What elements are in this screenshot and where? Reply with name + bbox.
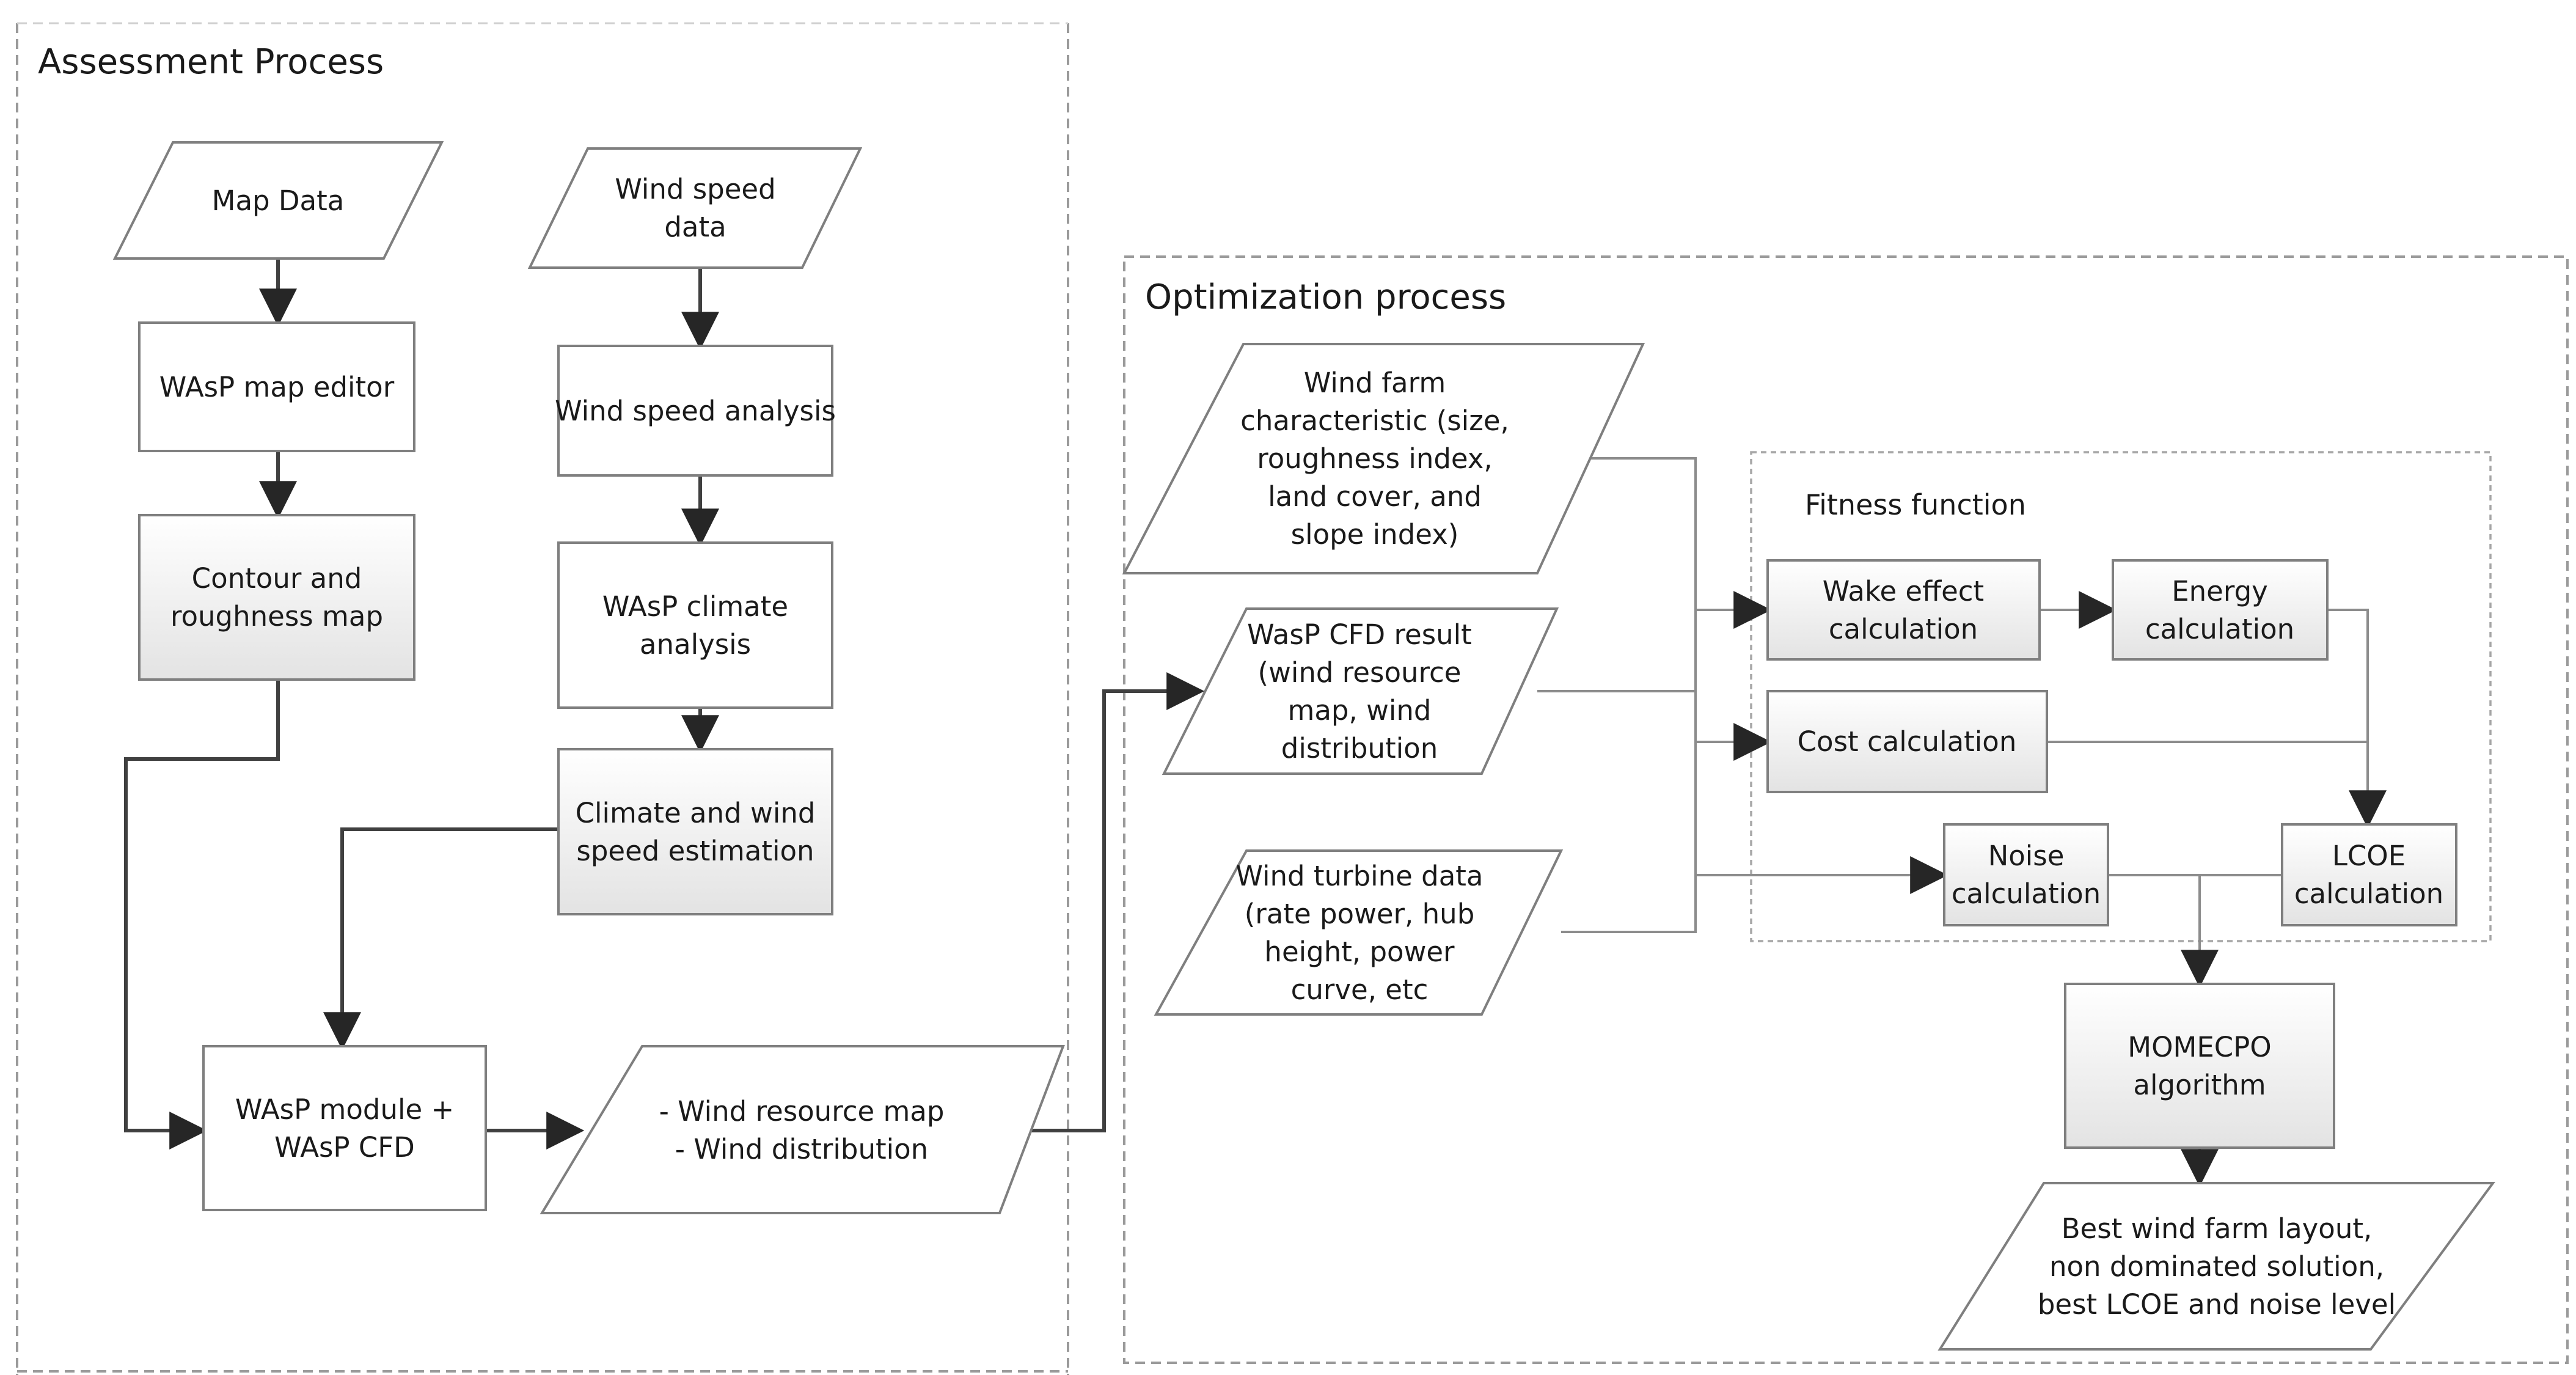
wasp-climate-label: WAsP climate analysis — [602, 590, 788, 661]
fitness-function-title: Fitness function — [1805, 488, 2026, 521]
cost-calc-node — [1766, 690, 2048, 793]
fitness-function-panel: Fitness function — [1750, 451, 2492, 942]
best-layout-node — [1937, 1182, 2495, 1351]
line-energy-to-lcoe — [2327, 609, 2387, 829]
contour-map-label-line: roughness map — [170, 600, 383, 632]
contour-map-node — [138, 514, 415, 681]
line-characteristic-to-bus — [1561, 457, 1697, 933]
wind-speed-analysis-label-line: Wind speed analysis — [555, 395, 836, 427]
farm-characteristic-label: Wind farm characteristic (size, roughness … — [1240, 367, 1509, 551]
momecpo-label: MOMECPO algorithm — [2128, 1031, 2271, 1101]
wake-effect-node — [1766, 559, 2041, 661]
wasp-cfd-result-label-line: (wind resource — [1258, 656, 1462, 689]
wake-effect-label-line: calculation — [1829, 613, 1978, 645]
wasp-map-editor-node — [138, 321, 415, 452]
energy-calc-node — [2112, 559, 2329, 661]
map-data-label-line: Map Data — [212, 185, 345, 217]
best-layout-label: Best wind farm layout, non dominated solu… — [2038, 1212, 2396, 1321]
wind-speed-data-label-line: Wind speed — [615, 173, 775, 205]
wake-effect-label-line: Wake effect — [1823, 575, 1984, 607]
wind-resource-output-label-line: - Wind distribution — [675, 1133, 928, 1165]
connectors — [124, 258, 1205, 1150]
energy-calc-label: Energy calculation — [2145, 575, 2294, 645]
wake-effect-label: Wake effect calculation — [1823, 575, 1984, 645]
arrow-output-to-cfdresult — [1027, 672, 1205, 1132]
wasp-climate-node — [557, 541, 833, 709]
wasp-climate-label-line: WAsP climate — [602, 590, 788, 623]
farm-characteristic-node — [1122, 343, 1645, 574]
wasp-map-editor-label-line: WAsP map editor — [159, 371, 395, 403]
assessment-panel: Assessment Process — [16, 22, 1069, 1375]
best-layout-label-line: Best wind farm layout, — [2062, 1212, 2373, 1245]
map-data-label: Map Data — [212, 185, 345, 217]
wasp-module-label: WAsP module + WAsP CFD — [235, 1093, 454, 1164]
energy-calc-label-line: calculation — [2145, 613, 2294, 645]
wasp-cfd-result-label: WasP CFD result (wind resource map, wind di… — [1247, 618, 1472, 765]
wind-resource-output-node — [540, 1045, 1065, 1214]
climate-estimation-label-line: Climate and wind — [576, 797, 816, 829]
farm-characteristic-label-line: slope index) — [1291, 518, 1459, 551]
lcoe-calc-label-line: calculation — [2294, 878, 2443, 910]
noise-calc-node — [1943, 823, 2109, 926]
turbine-data-label-line: (rate power, hub — [1245, 898, 1475, 930]
arrow-estimation-to-module — [323, 827, 558, 1050]
optimization-panel-title: Optimization process — [1145, 277, 1506, 317]
lcoe-calc-label-line: LCOE — [2332, 840, 2406, 872]
cost-calc-label-line: Cost calculation — [1798, 725, 2017, 758]
contour-map-label-line: Contour and — [192, 562, 362, 595]
best-layout-label-line: non dominated solution, — [2049, 1250, 2384, 1283]
farm-characteristic-label-line: roughness index, — [1257, 442, 1492, 475]
energy-calc-label-line: Energy — [2172, 575, 2268, 607]
noise-calc-label-line: Noise — [1988, 840, 2065, 872]
lcoe-calc-node — [2281, 823, 2457, 926]
optimization-panel: Optimization process — [1123, 255, 2569, 1364]
wind-speed-analysis-node — [557, 345, 833, 477]
wasp-climate-label-line: analysis — [640, 628, 751, 661]
turbine-data-label-line: curve, etc — [1291, 974, 1429, 1006]
best-layout-label-line: best LCOE and noise level — [2038, 1288, 2396, 1321]
wasp-module-label-line: WAsP CFD — [274, 1131, 415, 1164]
arrow-contour-to-module — [124, 680, 280, 1150]
wind-resource-output-label: - Wind resource map - Wind distribution — [659, 1095, 945, 1165]
wasp-cfd-result-label-line: distribution — [1281, 732, 1438, 765]
wind-speed-data-node — [527, 147, 863, 269]
wind-speed-data-label: Wind speed data — [615, 173, 775, 243]
wasp-map-editor-label: WAsP map editor — [159, 371, 395, 403]
fitness-connectors — [1537, 457, 2387, 1187]
farm-characteristic-label-line: characteristic (size, — [1240, 405, 1509, 437]
assessment-panel-title: Assessment Process — [38, 42, 384, 82]
wasp-cfd-result-node — [1162, 607, 1559, 775]
climate-estimation-label: Climate and wind speed estimation — [576, 797, 816, 867]
wind-speed-analysis-label: Wind speed analysis — [555, 395, 836, 427]
momecpo-node — [2064, 983, 2335, 1149]
lcoe-calc-label: LCOE calculation — [2294, 840, 2443, 910]
momecpo-label-line: algorithm — [2133, 1069, 2266, 1101]
noise-calc-label-line: calculation — [1952, 878, 2101, 910]
farm-characteristic-label-line: Wind farm — [1304, 367, 1446, 399]
wasp-cfd-result-label-line: map, wind — [1288, 694, 1432, 727]
noise-calc-label: Noise calculation — [1952, 840, 2101, 910]
turbine-data-label: Wind turbine data (rate power, hub height,… — [1236, 860, 1484, 1006]
map-data-node — [112, 141, 444, 260]
wasp-cfd-result-label-line: WasP CFD result — [1247, 618, 1472, 651]
contour-map-label: Contour and roughness map — [170, 562, 383, 632]
momecpo-label-line: MOMECPO — [2128, 1031, 2271, 1063]
climate-estimation-node — [557, 748, 833, 915]
farm-characteristic-label-line: land cover, and — [1268, 480, 1482, 513]
cost-calc-label: Cost calculation — [1798, 725, 2017, 758]
wind-resource-output-label-line: - Wind resource map — [659, 1095, 945, 1128]
wasp-module-node — [202, 1045, 487, 1211]
wasp-module-label-line: WAsP module + — [235, 1093, 454, 1126]
wind-speed-data-label-line: data — [664, 211, 726, 243]
climate-estimation-label-line: speed estimation — [576, 835, 814, 867]
turbine-data-label-line: height, power — [1264, 936, 1455, 968]
turbine-data-label-line: Wind turbine data — [1236, 860, 1484, 892]
turbine-data-node — [1154, 849, 1564, 1016]
